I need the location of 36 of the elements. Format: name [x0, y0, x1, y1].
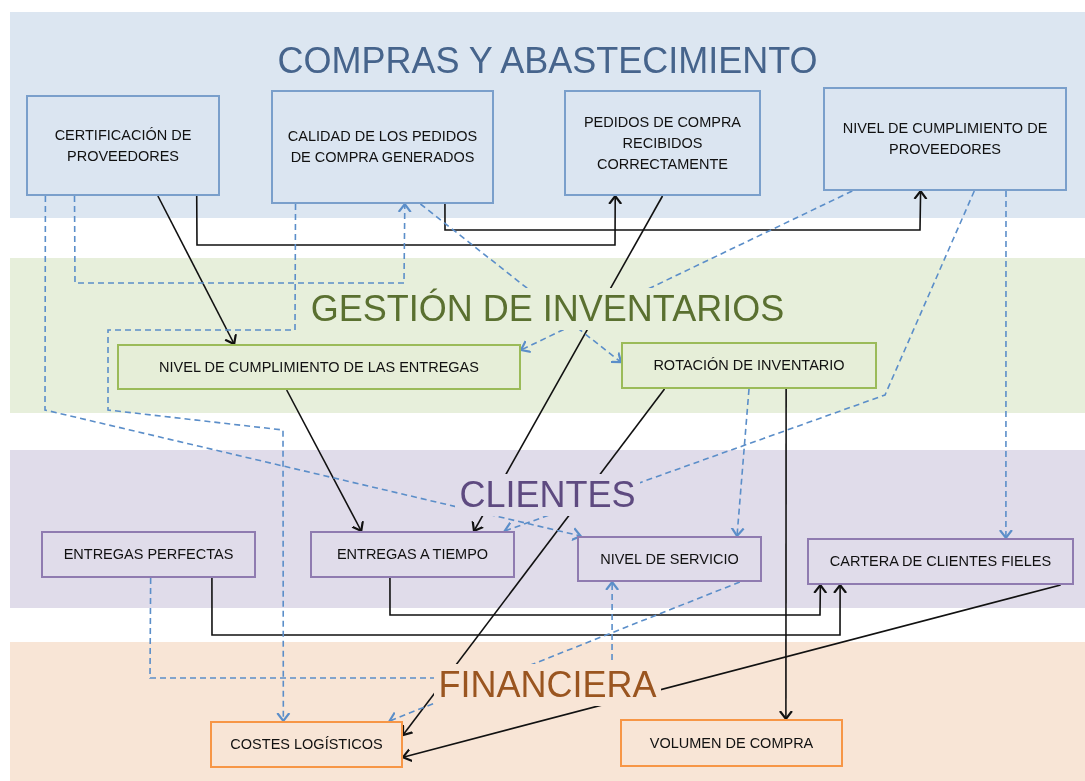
arrow [73, 195, 412, 284]
band-panel [10, 642, 1085, 781]
band-heading: CLIENTES [455, 474, 640, 516]
arrow [195, 194, 623, 246]
arrow [107, 203, 297, 723]
arrow [44, 195, 582, 542]
kpi-box: NIVEL DE SERVICIO [577, 536, 762, 582]
band-panel [10, 450, 1085, 608]
arrow [401, 584, 1062, 763]
arrow [444, 189, 928, 231]
kpi-box: NIVEL DE CUMPLIMIENTO DE LAS ENTREGAS [117, 344, 521, 390]
arrow [157, 195, 237, 346]
arrow [149, 577, 620, 679]
arrow [285, 389, 364, 533]
kpi-box: CERTIFICACIÓN DE PROVEEDORES [26, 95, 220, 196]
arrow [419, 203, 623, 364]
kpi-box: VOLUMEN DE COMPRA [620, 719, 843, 767]
kpi-box: ENTREGAS PERFECTAS [41, 531, 256, 578]
kpi-box: CARTERA DE CLIENTES FIELES [807, 538, 1074, 585]
arrow [471, 195, 664, 533]
arrow [998, 190, 1013, 540]
kpi-box: NIVEL DE CUMPLIMIENTO DE PROVEEDORES [823, 87, 1067, 191]
arrow [401, 388, 666, 737]
kpi-box: ENTREGAS A TIEMPO [310, 531, 515, 578]
arrow [519, 190, 854, 354]
kpi-box: PEDIDOS DE COMPRA RECIBIDOS CORRECTAMENTE [564, 90, 761, 196]
kpi-box: ROTACIÓN DE INVENTARIO [621, 342, 877, 389]
arrow [778, 388, 793, 721]
arrow [211, 577, 848, 636]
arrow [389, 577, 828, 616]
band-heading: FINANCIERA [434, 664, 661, 706]
kpi-box: CALIDAD DE LOS PEDIDOS DE COMPRA GENERADOS [271, 90, 494, 204]
arrow [730, 388, 750, 538]
band-panel [10, 258, 1085, 413]
band-panel [10, 12, 1085, 218]
kpi-box: COSTES LOGÍSTICOS [210, 721, 403, 768]
